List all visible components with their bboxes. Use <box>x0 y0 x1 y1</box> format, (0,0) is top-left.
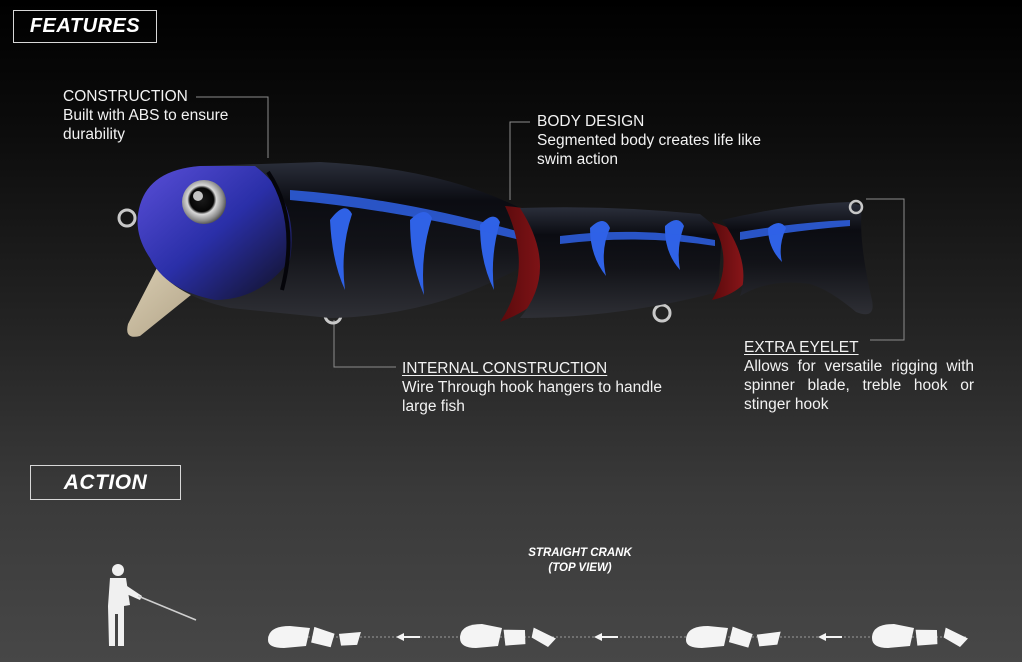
callout-description: Built with ABS to ensure durability <box>63 107 229 143</box>
fishing-rod <box>137 595 197 621</box>
action-section-title: ACTION <box>30 465 181 500</box>
callout-construction: CONSTRUCTION Built with ABS to ensure du… <box>63 87 263 144</box>
features-section-title: FEATURES <box>13 10 157 43</box>
callout-heading: INTERNAL CONSTRUCTION <box>402 360 608 377</box>
direction-arrows <box>396 633 842 641</box>
body-stripes-front <box>290 190 520 295</box>
angler-figure <box>108 564 142 646</box>
arrow-left-icon <box>594 633 618 641</box>
arrow-left-icon <box>396 633 420 641</box>
leader-lines <box>196 96 905 368</box>
callout-description: Allows for versatile rigging with spinne… <box>744 358 974 413</box>
callout-extra-eyelet: EXTRA EYELET Allows for versatile riggin… <box>744 338 974 414</box>
lure-tail-segment <box>722 202 873 315</box>
lure-top-view-1 <box>268 626 361 648</box>
callout-description: Wire Through hook hangers to handle larg… <box>402 379 662 415</box>
extra-eyelet-ring <box>848 199 864 215</box>
body-stripes-tail <box>740 220 850 262</box>
line-tie-eyelet <box>117 208 137 228</box>
lure-eye <box>182 180 226 224</box>
callout-internal-construction: INTERNAL CONSTRUCTION Wire Through hook … <box>402 359 662 416</box>
body-stripes-middle <box>560 220 715 276</box>
lure-middle-segment <box>520 207 722 318</box>
lure-top-view-2 <box>460 624 556 648</box>
leader-internal <box>333 320 396 368</box>
hook-hanger-rear <box>652 303 672 323</box>
action-caption-title: STRAIGHT CRANK <box>528 547 632 559</box>
callout-heading: BODY DESIGN <box>537 113 645 130</box>
lure-head <box>137 166 292 300</box>
arrow-left-icon <box>818 633 842 641</box>
callout-heading: CONSTRUCTION <box>63 88 188 105</box>
callout-heading: EXTRA EYELET <box>744 339 859 356</box>
action-caption: STRAIGHT CRANK (TOP VIEW) <box>500 546 660 576</box>
lure-top-view-3 <box>686 626 781 648</box>
leader-body-design <box>509 121 530 200</box>
leader-eyelet <box>866 198 905 341</box>
leader-construction <box>196 96 269 158</box>
gill-plate <box>266 170 291 291</box>
callout-description: Segmented body creates life like swim ac… <box>537 132 762 168</box>
callout-body-design: BODY DESIGN Segmented body creates life … <box>537 112 777 169</box>
action-caption-subtitle: (TOP VIEW) <box>548 562 612 574</box>
lure-top-view-4 <box>872 624 968 648</box>
